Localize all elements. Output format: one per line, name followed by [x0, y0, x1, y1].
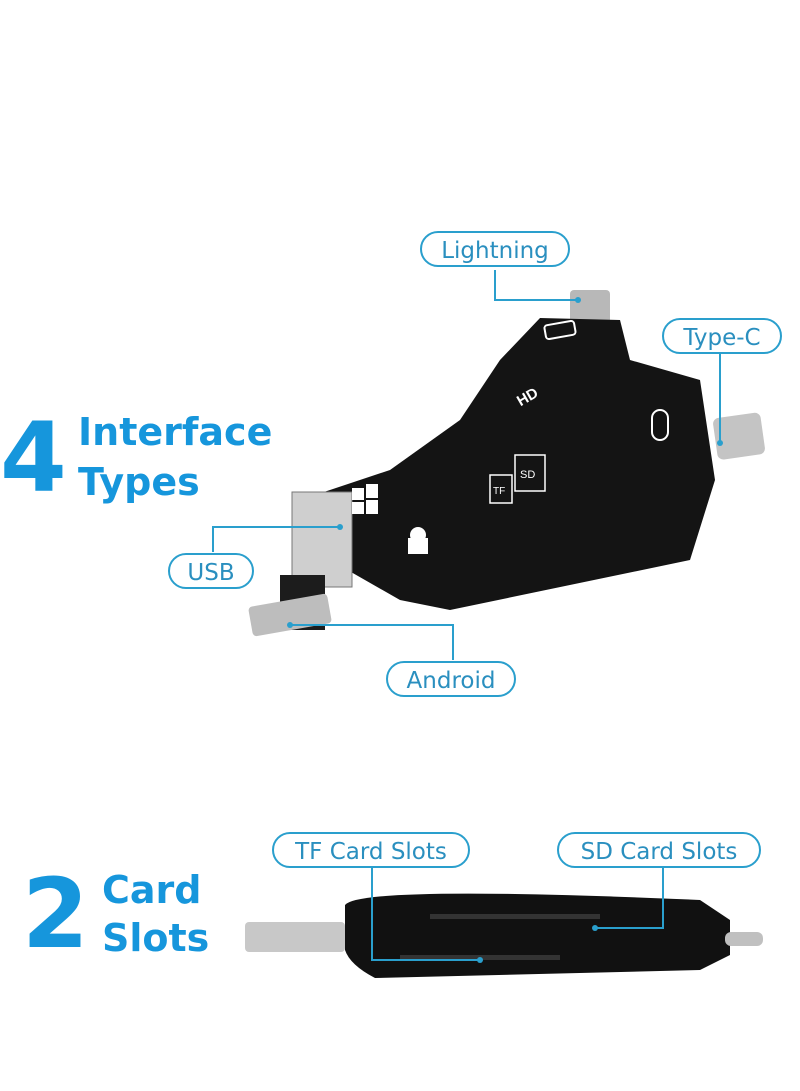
tf-card-icon — [489, 474, 513, 504]
label-type-c: Type-C — [662, 318, 782, 354]
tf-mark: TF — [493, 486, 505, 497]
micro-usb-connector — [248, 593, 332, 637]
card-slot-heading-line1: Card — [102, 868, 202, 912]
device-body — [300, 318, 715, 610]
type-c-connector — [713, 412, 765, 460]
sd-card-slot — [430, 914, 600, 919]
label-lightning: Lightning — [420, 231, 570, 267]
card-slot-count: 2 — [22, 858, 89, 970]
label-usb: USB — [168, 553, 254, 589]
side-usb-connector — [245, 922, 345, 952]
sd-mark: SD — [520, 469, 535, 481]
sd-card-icon — [514, 454, 546, 492]
windows-icon — [352, 484, 378, 514]
side-type-c-connector — [725, 932, 763, 946]
type-c-port-icon — [651, 409, 669, 441]
card-reader-side-view — [245, 893, 763, 978]
android-icon — [408, 527, 428, 554]
side-device-body — [345, 893, 730, 978]
card-slot-heading-line2: Slots — [102, 916, 210, 960]
leader-lines — [212, 270, 721, 961]
lightning-port-icon — [543, 319, 577, 341]
label-android: Android — [386, 661, 516, 697]
interface-heading-line2: Types — [78, 460, 200, 504]
interface-heading-line1: Interface — [78, 410, 273, 454]
usb-connector — [291, 491, 353, 588]
label-tf-card-slots: TF Card Slots — [272, 832, 470, 868]
leader-dots — [287, 297, 723, 963]
interface-count: 4 — [0, 402, 67, 514]
label-sd-card-slots: SD Card Slots — [557, 832, 761, 868]
